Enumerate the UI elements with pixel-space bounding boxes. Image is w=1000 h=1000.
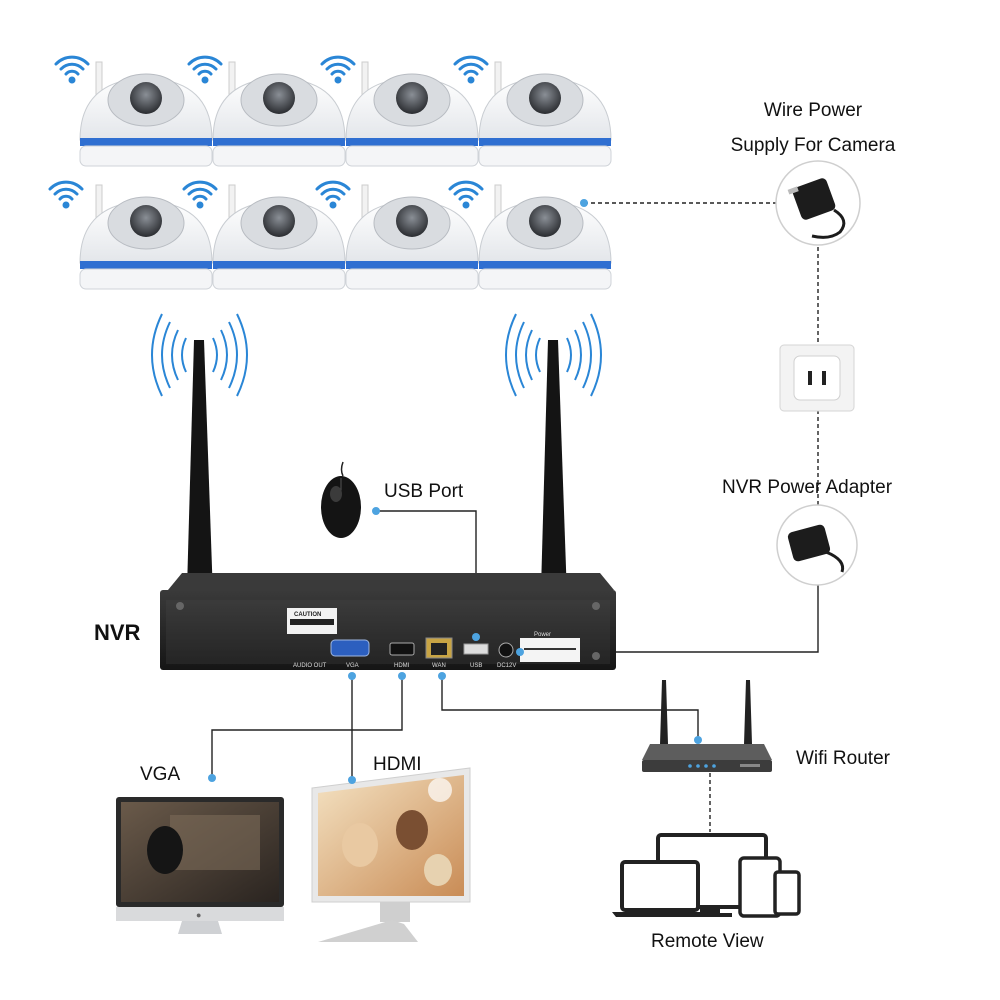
- connector-dot: [580, 199, 588, 207]
- adapter-to-nvr-line: [520, 585, 819, 653]
- wifi-icon: [320, 55, 356, 84]
- wifi-icon: [187, 55, 223, 84]
- wifi-icon: [448, 180, 484, 209]
- connector-dot: [348, 776, 356, 784]
- vga-label: VGA: [140, 764, 181, 785]
- wire-power-label-line2: Supply For Camera: [730, 135, 896, 156]
- nvr-power-adapter: [776, 504, 858, 586]
- hdmi-monitor: [311, 767, 471, 942]
- wifi-router: [642, 680, 772, 772]
- wire-power-supply: [775, 160, 861, 246]
- camera-5: [79, 184, 213, 290]
- vga-monitor: ●: [116, 797, 284, 934]
- camera-7: [345, 184, 479, 290]
- nvr-power-adapter-label: NVR Power Adapter: [722, 477, 893, 498]
- wifi-icon: [315, 180, 351, 209]
- wifi-icon-group: [48, 55, 489, 209]
- connector-dot: [472, 633, 480, 641]
- nvr-label: NVR: [94, 620, 141, 645]
- camera-2: [212, 61, 346, 167]
- wifi-icon: [48, 180, 84, 209]
- wifi-router-label: Wifi Router: [796, 748, 890, 769]
- nvr-caution-label: CAUTION: [294, 612, 321, 618]
- nvr-unit: [160, 573, 616, 670]
- camera-1: [79, 61, 213, 167]
- signal-waves-right: [505, 313, 602, 397]
- nvr-usb-label: USB: [470, 663, 482, 669]
- wire-power-label-line1: Wire Power: [763, 100, 863, 121]
- wifi-icon: [453, 55, 489, 84]
- camera-3: [345, 61, 479, 167]
- connector-dot: [372, 507, 380, 515]
- connector-dot: [398, 672, 406, 680]
- remote-view-devices: [612, 833, 801, 918]
- hdmi-line: [211, 676, 403, 778]
- hdmi-label: HDMI: [373, 754, 422, 775]
- wifi-icon: [182, 180, 218, 209]
- connector-dot: [516, 648, 524, 656]
- connector-dot: [348, 672, 356, 680]
- camera-6: [212, 184, 346, 290]
- usb-port-label: USB Port: [384, 481, 464, 502]
- apple-logo-icon: ●: [196, 910, 201, 920]
- connector-dot: [438, 672, 446, 680]
- nvr-wan-label: WAN: [432, 663, 446, 669]
- connector-dot: [208, 774, 216, 782]
- camera-4: [478, 61, 612, 167]
- nvr-hdmi-label: HDMI: [394, 663, 410, 669]
- signal-waves-left: [151, 313, 248, 397]
- nvr-dc-label: DC12V: [497, 663, 516, 669]
- nvr-vga-label: VGA: [346, 663, 359, 669]
- nvr-audio-out-label: AUDIO OUT: [293, 663, 327, 669]
- camera-grid: [79, 61, 612, 290]
- nvr-power-label: Power: [534, 632, 551, 638]
- connection-lines: [211, 202, 819, 832]
- wall-outlet: [779, 344, 855, 412]
- wifi-icon: [54, 55, 90, 84]
- connector-dot: [694, 736, 702, 744]
- camera-8: [478, 184, 612, 290]
- mouse: [321, 461, 361, 538]
- remote-view-label: Remote View: [651, 931, 764, 952]
- wan-line: [441, 676, 699, 740]
